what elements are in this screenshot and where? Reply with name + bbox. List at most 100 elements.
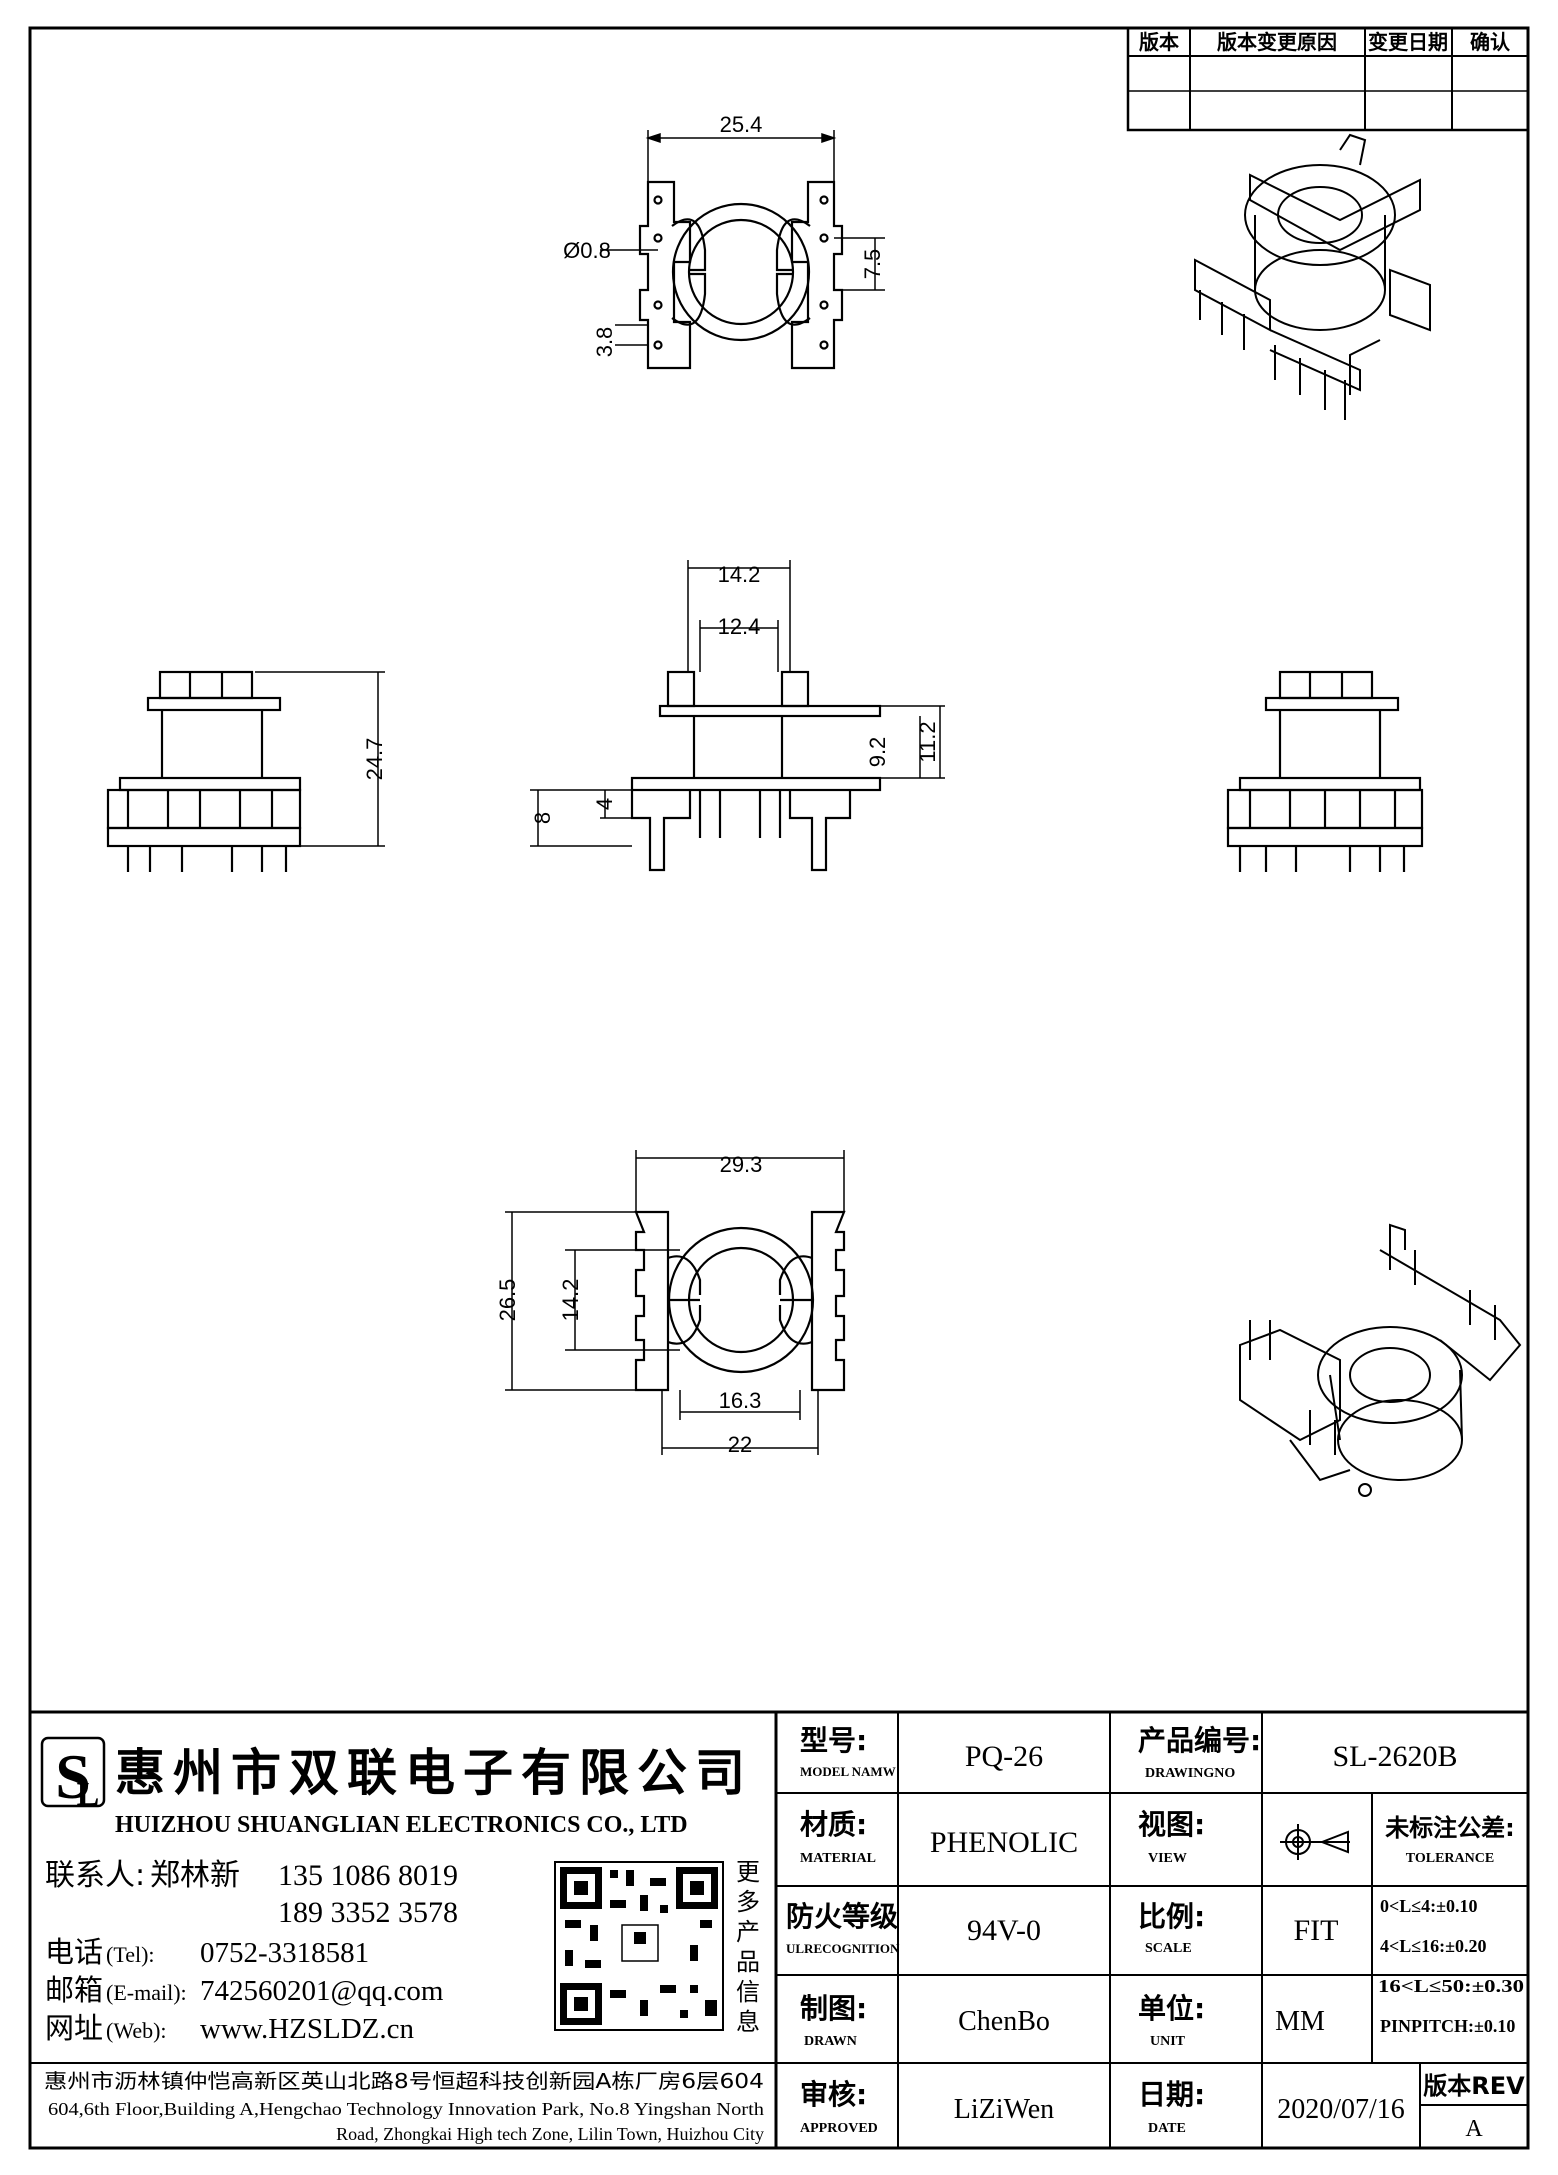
rev-value: A [1465, 2116, 1483, 2142]
dim-bottom-inner-h: 14.2 [558, 1279, 583, 1322]
email-label: 邮箱 [45, 1973, 103, 2007]
dim-front-inner: 12.4 [718, 614, 761, 639]
contact-name: 郑林新 [150, 1858, 240, 1893]
dim-top-hole: Ø0.8 [563, 238, 611, 263]
svg-text:L: L [77, 1776, 100, 1813]
tel-sub-label: (Tel): [106, 1942, 155, 1967]
svg-text:更: 更 [736, 1858, 760, 1886]
dim-front-base: 8 [530, 812, 555, 824]
address-en-line-2: Road, Zhongkai High tech Zone, Lilin Tow… [336, 2124, 764, 2144]
model-value: PQ-26 [965, 1740, 1043, 1773]
side-view-right [1226, 670, 1424, 872]
view-sub-label: VIEW [1148, 1851, 1187, 1866]
dim-top-width: 25.4 [720, 112, 763, 137]
contact-phone-1: 135 1086 8019 [278, 1859, 458, 1892]
material-value: PHENOLIC [930, 1826, 1078, 1859]
title-block-frame [30, 1710, 1528, 2148]
model-label: 型号: [800, 1724, 867, 1757]
sheet-border [28, 26, 1530, 2150]
contact-label: 联系人: [45, 1858, 145, 1893]
dim-bottom-width: 29.3 [720, 1152, 763, 1177]
rev-label: 版本REV [1423, 2072, 1525, 2100]
rev-header-date: 变更日期 [1368, 30, 1448, 54]
projection-symbol-icon [1280, 1824, 1350, 1860]
dim-bottom-inner-w: 16.3 [719, 1388, 762, 1413]
tolerance-sub-label: TOLERANCE [1406, 1851, 1494, 1866]
rev-header-reason: 版本变更原因 [1217, 30, 1337, 54]
svg-text:品: 品 [736, 1948, 760, 1976]
dim-side-height: 24.7 [362, 738, 387, 781]
fire-label: 防火等级 [786, 1900, 898, 1933]
drawn-sub-label: DRAWN [804, 2034, 857, 2049]
approved-value: LiZiWen [954, 2094, 1054, 2125]
dim-front-outer: 14.2 [718, 562, 761, 587]
company-name-en: HUIZHOU SHUANGLIAN ELECTRONICS CO., LTD [115, 1812, 688, 1838]
revision-table: 版本 版本变更原因 变更日期 确认 [1126, 26, 1530, 132]
tel-label: 电话 [45, 1935, 103, 1969]
unit-sub-label: UNIT [1150, 2034, 1186, 2049]
front-view-dims [530, 560, 945, 847]
tolerance-line-3: 16<L≤50:±0.30 [1378, 1976, 1524, 1996]
approved-label: 审核: [800, 2078, 867, 2111]
unit-label: 单位: [1138, 1992, 1205, 2025]
iso-view-bottom [1239, 1223, 1522, 1497]
dim-front-foot: 4 [592, 798, 617, 810]
dim-front-height: 11.2 [915, 721, 940, 762]
tolerance-line-4: PINPITCH:±0.10 [1380, 2016, 1515, 2036]
bottom-view-dims [505, 1150, 845, 1455]
svg-text:产: 产 [736, 1918, 760, 1946]
dim-bottom-height: 26.5 [495, 1279, 520, 1322]
tolerance-label: 未标注公差: [1385, 1814, 1515, 1842]
iso-view-top [1194, 133, 1431, 420]
scale-sub-label: SCALE [1145, 1941, 1192, 1956]
qr-caption: 更 多 产 品 信 息 [736, 1858, 760, 2036]
date-label: 日期: [1138, 2078, 1205, 2111]
tolerance-line-1: 0<L≤4:±0.10 [1380, 1896, 1478, 1916]
web-label: 网址 [45, 2011, 103, 2045]
dim-top-pin-gap: 3.8 [592, 327, 617, 358]
top-view-dims [600, 130, 885, 346]
unit-value: MM [1275, 2006, 1325, 2037]
tel-value: 0752-3318581 [200, 1937, 369, 1969]
fire-value: 94V-0 [967, 1914, 1041, 1947]
svg-text:信: 信 [736, 1978, 760, 2006]
address-en-line-1: 604,6th Floor,Building A,Hengchao Techno… [48, 2099, 764, 2119]
model-sub-label: MODEL NAMW [800, 1764, 896, 1779]
top-view [638, 180, 844, 370]
contact-phone-2: 189 3352 3578 [278, 1896, 458, 1929]
drawingno-sub-label: DRAWINGNO [1145, 1766, 1235, 1781]
drawingno-label: 产品编号: [1138, 1724, 1261, 1757]
svg-text:息: 息 [736, 2008, 760, 2036]
dim-front-mid: 9.2 [865, 737, 890, 768]
dim-bottom-base-w: 22 [728, 1432, 752, 1457]
scale-value: FIT [1294, 1914, 1339, 1947]
svg-text:多: 多 [736, 1888, 760, 1916]
date-value: 2020/07/16 [1277, 2094, 1405, 2125]
email-sub-label: (E-mail): [106, 1980, 187, 2005]
web-value: www.HZSLDZ.cn [200, 2013, 414, 2045]
drawn-label: 制图: [800, 1992, 867, 2025]
drawingno-value: SL-2620B [1332, 1740, 1457, 1773]
material-sub-label: MATERIAL [800, 1851, 876, 1866]
front-view [630, 670, 882, 872]
dim-top-pitch: 7.5 [860, 249, 885, 280]
tolerance-line-2: 4<L≤16:±0.20 [1380, 1936, 1487, 1956]
svg-text:S: S [55, 1741, 91, 1812]
rev-header-confirm: 确认 [1470, 30, 1511, 54]
approved-sub-label: APPROVED [800, 2121, 878, 2136]
rev-header-version: 版本 [1139, 30, 1179, 54]
qr-code [554, 1861, 724, 2031]
web-sub-label: (Web): [106, 2018, 167, 2043]
bottom-view [634, 1210, 846, 1392]
fire-sub-label: ULRECOGNITION [786, 1941, 900, 1956]
scale-label: 比例: [1138, 1900, 1205, 1933]
company-name-cn: 惠州市双联电子有限公司 [115, 1744, 753, 1802]
address-cn: 惠州市沥林镇仲恺高新区英山北路8号恒超科技创新园A栋厂房6层604 [44, 2069, 764, 2093]
drawn-value: ChenBo [958, 2006, 1050, 2037]
date-sub-label: DATE [1148, 2121, 1186, 2136]
company-logo: S L [40, 1736, 106, 1813]
side-view-left-dims [255, 671, 385, 847]
material-label: 材质: [800, 1808, 867, 1841]
email-value: 742560201@qq.com [200, 1975, 444, 2007]
